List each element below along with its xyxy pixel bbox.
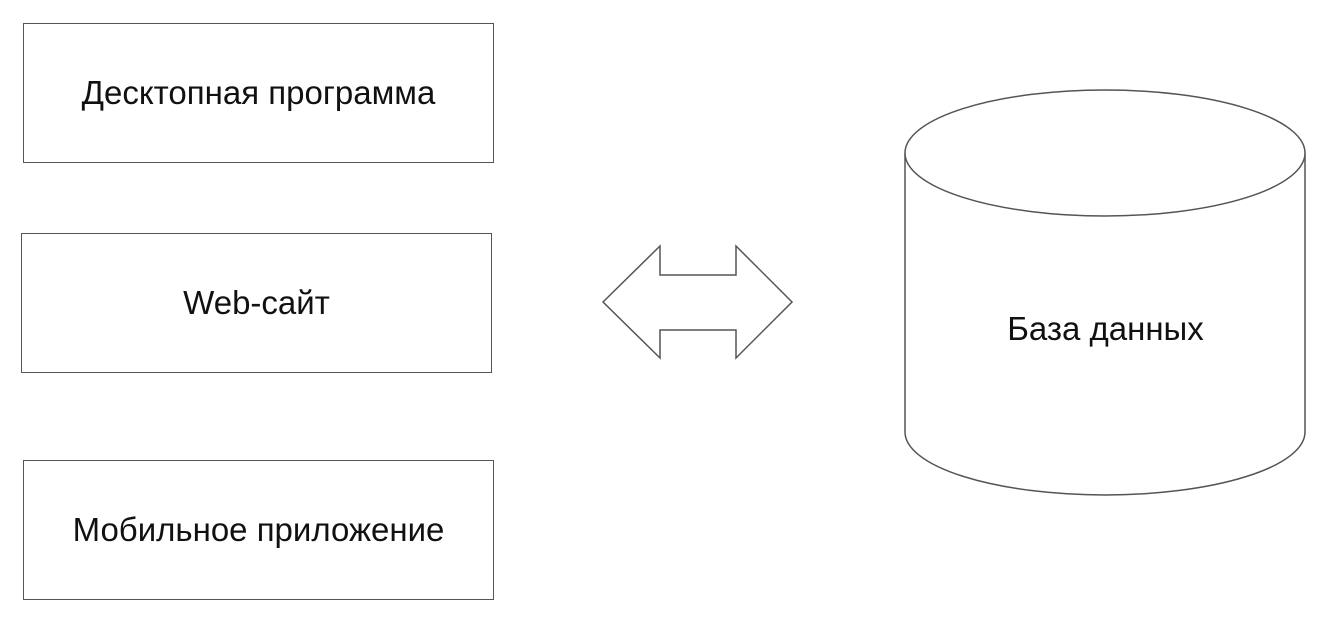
desktop-app-box: Десктопная программа [23, 23, 494, 163]
database-top [904, 89, 1306, 217]
database-label: База данных [1007, 310, 1204, 347]
mobile-app-box: Мобильное приложение [23, 460, 494, 600]
database-cylinder-icon [904, 89, 1306, 496]
website-box: Web-сайт [21, 233, 492, 373]
desktop-app-label: Десктопная программа [81, 74, 436, 111]
mobile-app-label: Мобильное приложение [72, 511, 445, 548]
website-label: Web-сайт [183, 284, 330, 321]
database-body [904, 153, 1306, 496]
bidirectional-arrow-icon [601, 244, 794, 360]
